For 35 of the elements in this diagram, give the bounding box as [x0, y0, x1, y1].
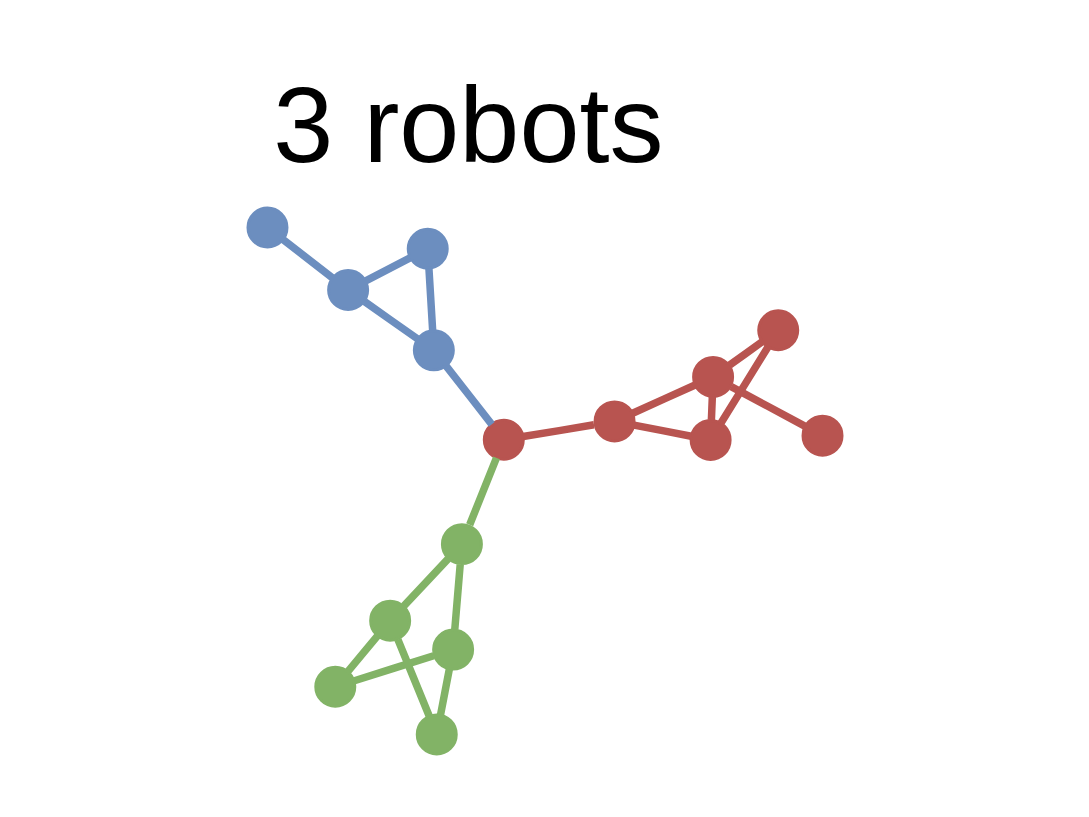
node-circle — [691, 355, 734, 398]
node-circle — [326, 268, 369, 311]
connector — [707, 395, 716, 420]
node-circle — [440, 522, 483, 565]
connector — [521, 420, 595, 440]
connector — [436, 668, 453, 716]
connector — [728, 382, 807, 429]
connector — [424, 267, 436, 331]
connector — [363, 254, 412, 284]
connector — [726, 338, 764, 368]
connector — [393, 637, 433, 717]
connector — [344, 633, 380, 674]
connector — [362, 298, 420, 342]
connector — [632, 420, 692, 440]
node-circle — [368, 599, 411, 642]
node-circle — [246, 206, 288, 248]
connector — [400, 555, 451, 608]
diagram-title: 3 robots — [272, 63, 663, 185]
node-circle — [406, 227, 449, 270]
node-circle — [431, 628, 474, 671]
node-circle — [415, 712, 458, 755]
node-circle — [756, 308, 799, 351]
connector — [352, 651, 435, 684]
connector — [717, 344, 771, 425]
connector — [450, 563, 464, 630]
node-circle — [482, 418, 525, 461]
connector — [630, 381, 697, 417]
node-circle — [689, 418, 732, 461]
connector — [442, 363, 495, 427]
node-circle — [593, 399, 636, 442]
connector — [280, 236, 335, 281]
node-circle — [313, 665, 356, 708]
node-circle — [412, 328, 455, 371]
node-circle — [801, 414, 843, 457]
connector — [465, 456, 500, 526]
